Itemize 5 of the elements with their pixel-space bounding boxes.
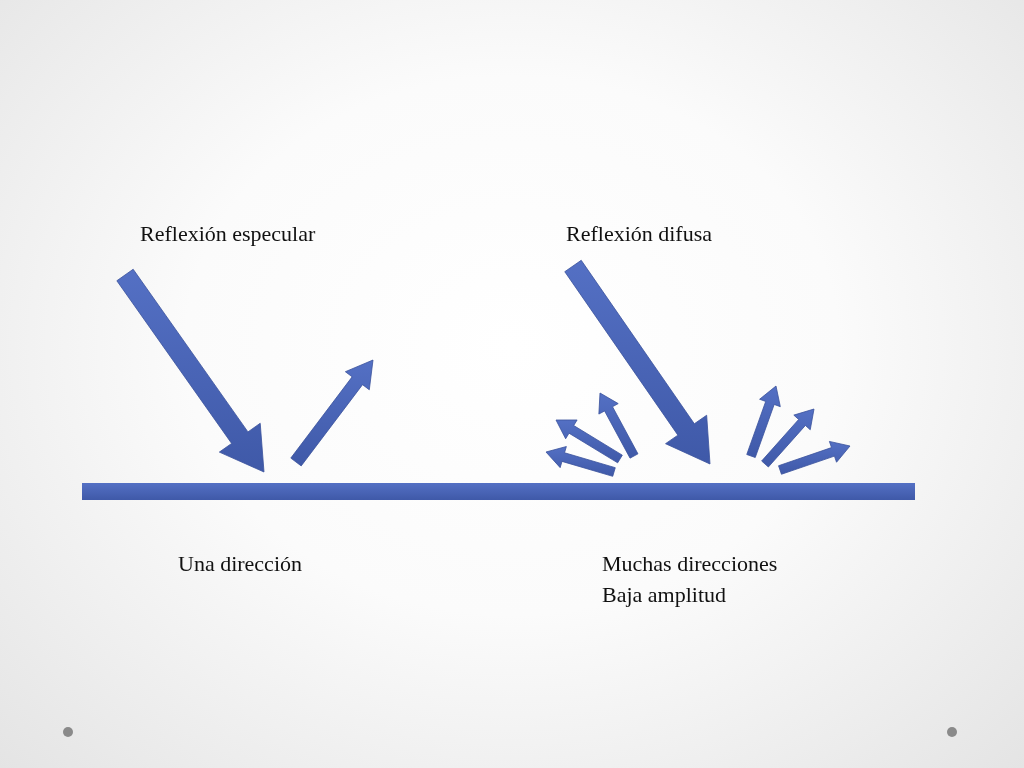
- caption-text: Muchas direcciones: [602, 551, 778, 577]
- caption-text: Baja amplitud: [602, 582, 727, 608]
- caption-text: Reflexión difusa: [566, 221, 713, 247]
- caption-text: Una dirección: [178, 551, 302, 577]
- caption-text: Reflexión especular: [140, 221, 316, 247]
